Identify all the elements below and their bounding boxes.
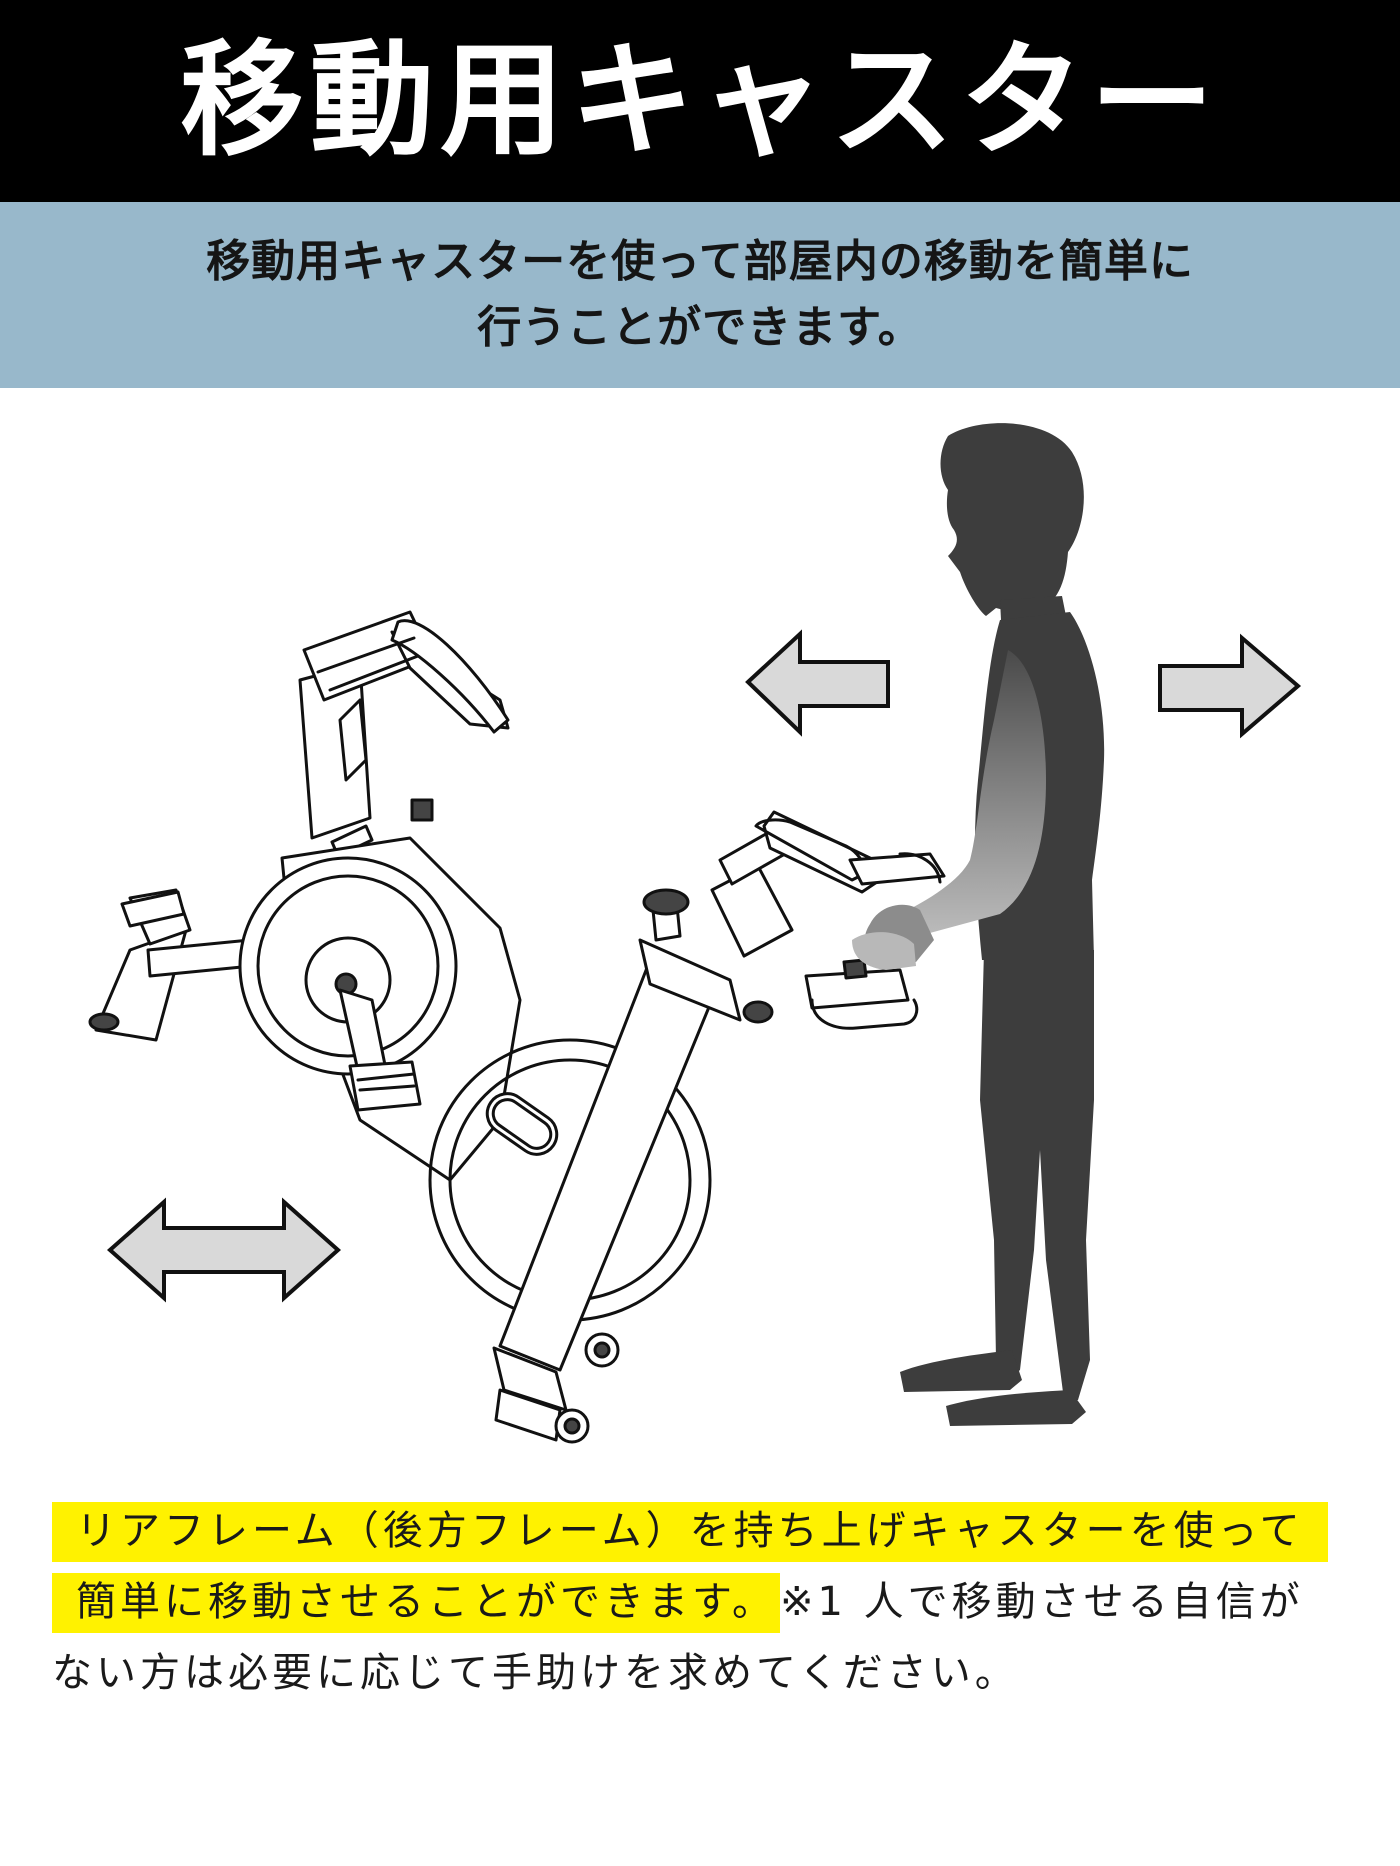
- person-silhouette: [852, 423, 1105, 1426]
- subtitle-band: 移動用キャスターを使って部屋内の移動を簡単に 行うことができます。: [0, 202, 1400, 388]
- illustration: [88, 423, 1302, 1444]
- caption: リアフレーム（後方フレーム）を持ち上げキャスターを使って 簡単に移動させることが…: [52, 1496, 1372, 1709]
- caption-highlight-1: リアフレーム（後方フレーム）を持ち上げキャスターを使って: [52, 1502, 1328, 1562]
- arrow-left-icon: [745, 629, 890, 737]
- caption-line-3: ない方は必要に応じて手助けを求めてください。: [52, 1650, 1019, 1696]
- page-title: 移動用キャスター: [179, 29, 1220, 173]
- exercise-bike-drawing: [88, 610, 946, 1444]
- caption-line-1: リアフレーム（後方フレーム）を持ち上げキャスターを使って: [52, 1496, 1372, 1567]
- subtitle-line-2: 行うことができます。: [477, 302, 923, 353]
- caption-highlight-2: 簡単に移動させることができます。: [52, 1573, 780, 1633]
- header-band: 移動用キャスター: [0, 0, 1400, 202]
- caption-line-2: 簡単に移動させることができます。※1 人で移動させる自信が: [52, 1567, 1372, 1638]
- subtitle-line-1: 移動用キャスターを使って部屋内の移動を簡単に: [206, 236, 1194, 287]
- arrow-right-icon: [1158, 633, 1302, 739]
- arrow-left-right-icon: [106, 1197, 342, 1303]
- caption-note: ※1 人で移動させる自信が: [780, 1579, 1304, 1625]
